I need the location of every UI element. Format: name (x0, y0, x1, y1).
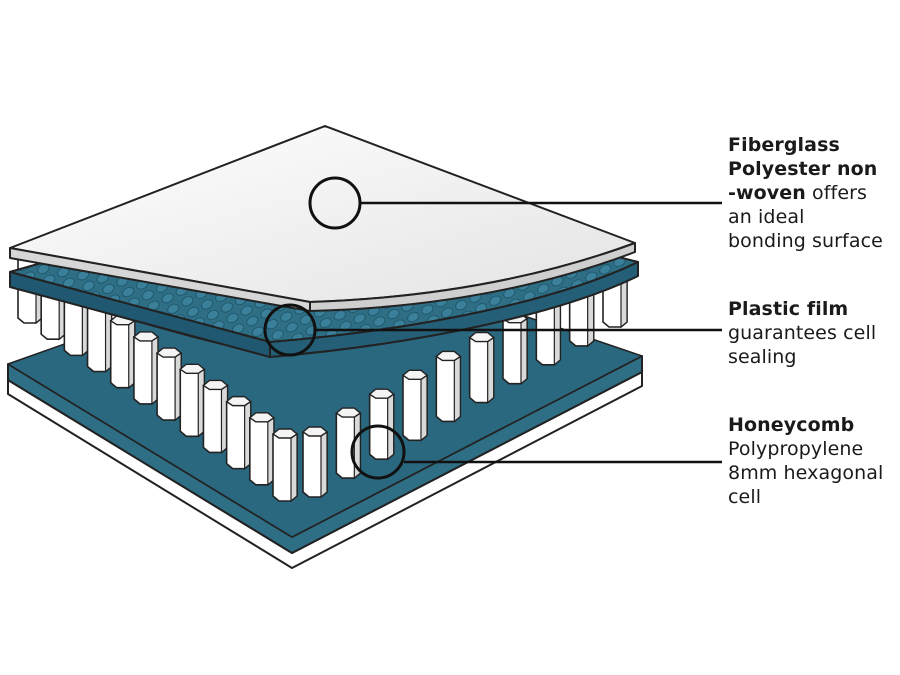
fiberglass-subtitle-cont: -woven (728, 182, 806, 204)
honeycomb-cell (225, 395, 252, 470)
honeycomb-cell (501, 312, 529, 385)
plastic-film-label: Plastic film guarantees cell sealing (728, 297, 876, 369)
honeycomb-cell (368, 388, 395, 461)
honeycomb-cell (468, 331, 495, 404)
plastic-desc-1: guarantees cell (728, 322, 877, 344)
fiberglass-label: Fiberglass Polyester non -woven offers a… (728, 133, 883, 253)
honeycomb-cell (132, 331, 160, 406)
honeycomb-label: Honeycomb Polypropylene 8mm hexagonal ce… (728, 413, 883, 509)
fiberglass-subtitle: Polyester non (728, 158, 878, 180)
fiberglass-desc-3: bonding surface (728, 230, 883, 252)
honeycomb-cell (271, 428, 299, 503)
honeycomb-cell (401, 369, 429, 442)
fiberglass-desc-2: an ideal (728, 206, 805, 228)
callout-fiberglass (308, 176, 722, 230)
honeycomb-cell (301, 426, 329, 499)
honeycomb-cell (155, 347, 183, 422)
honeycomb-desc-1: Polypropylene (728, 438, 864, 460)
fiberglass-desc-1: offers (805, 182, 868, 204)
fiberglass-top-skin (9, 125, 636, 312)
callout-honeycomb (350, 424, 722, 480)
plastic-title: Plastic film (728, 298, 849, 320)
callout-plastic (263, 303, 722, 357)
plastic-desc-2: sealing (728, 346, 797, 368)
honeycomb-cell (179, 363, 206, 438)
honeycomb-desc-3: cell (728, 486, 762, 508)
honeycomb-title: Honeycomb (728, 414, 855, 436)
honeycomb-desc-2: 8mm hexagonal (728, 462, 884, 484)
fiberglass-title: Fiberglass (728, 134, 840, 156)
honeycomb-cell (202, 379, 229, 454)
honeycomb-cell (435, 350, 462, 423)
honeycomb-cell (248, 412, 275, 487)
honeycomb-cell (109, 315, 136, 390)
